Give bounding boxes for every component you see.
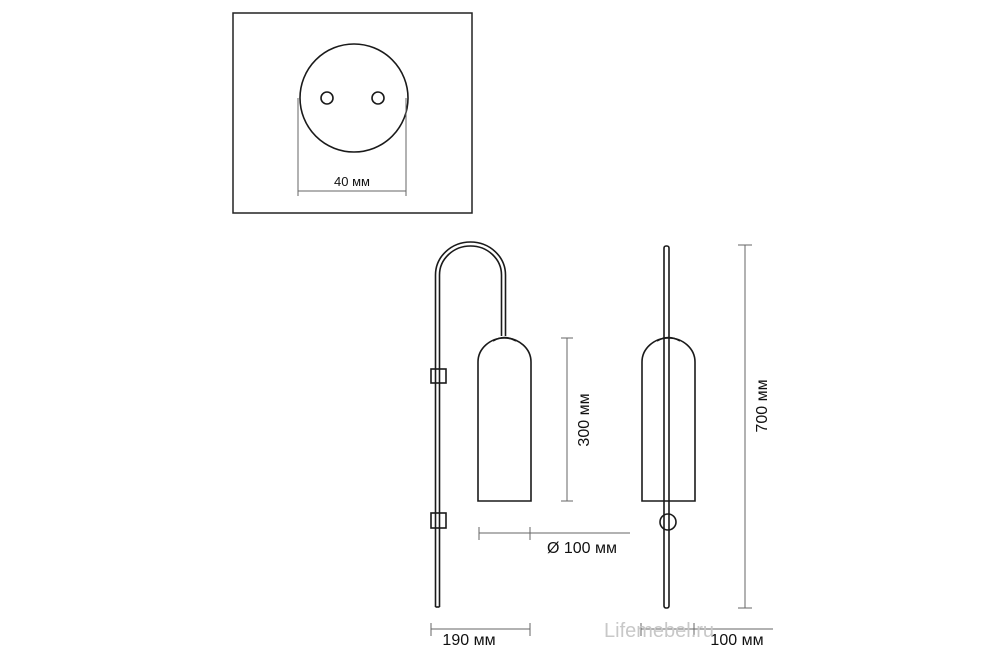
shade-cap — [492, 336, 517, 342]
mount-plate-view: 40 мм — [232, 12, 473, 214]
clamp-lower — [430, 512, 447, 529]
lamp-front-view: 700 мм 100 мм — [640, 244, 773, 649]
lamp-shade — [477, 337, 532, 502]
side-width-label: 100 мм — [710, 632, 763, 649]
shade-height-label: 300 мм — [576, 393, 593, 446]
lamp-rod — [663, 245, 670, 609]
mount-diameter-label: 40 мм — [334, 174, 370, 189]
shade-cap-front — [656, 336, 681, 342]
projection-width-label: 190 мм — [442, 632, 495, 649]
total-height-label: 700 мм — [754, 379, 771, 432]
lamp-arm-outer — [434, 241, 507, 607]
shade-diameter-label: Ø 100 мм — [547, 540, 617, 557]
watermark: Lifemebel.ru — [604, 620, 714, 642]
mount-plate-frame — [232, 12, 473, 214]
lamp-side-view: 300 мм Ø 100 мм 190 мм — [430, 241, 630, 649]
clamp-upper — [430, 368, 447, 384]
rod-knob — [659, 513, 677, 531]
mount-hole-left — [320, 91, 334, 105]
mount-plate-circle — [299, 43, 409, 153]
lamp-arm-inner — [438, 245, 503, 607]
mount-hole-right — [371, 91, 385, 105]
